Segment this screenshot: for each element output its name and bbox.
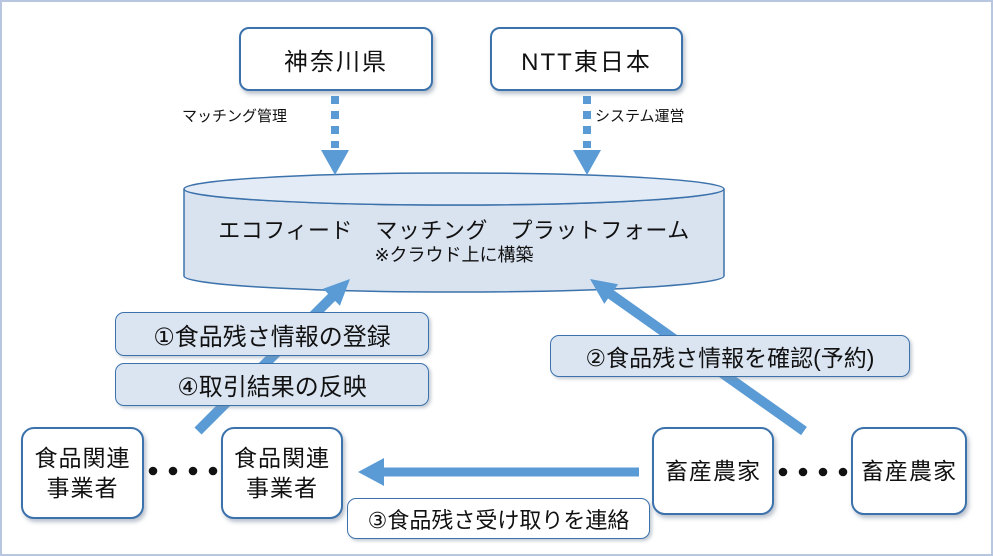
matching-manage-arrow: [321, 96, 349, 175]
ntt-east-box: NTT東日本: [490, 27, 683, 91]
step4-label: ④取引結果の反映: [177, 374, 367, 401]
farmer-label-2: 畜産農家: [861, 457, 957, 484]
step3-contact-chip: ③食品残さ受け取りを連絡: [347, 498, 650, 539]
farmer-box-1: 畜産農家: [652, 427, 774, 515]
platform-title: エコフィード マッチング プラットフォーム: [218, 218, 690, 243]
step2-label: ②食品残さ情報を確認(予約): [585, 345, 875, 371]
kanagawa-box: 神奈川県: [239, 27, 433, 91]
matching-manage-label: マッチング管理: [181, 108, 287, 125]
contact-pickup-arrow: [358, 458, 639, 486]
step4-result-chip: ④取引結果の反映: [115, 363, 429, 406]
step1-label: ①食品残さ情報の登録: [153, 323, 391, 351]
step3-label: ③食品残さ受け取りを連絡: [367, 507, 630, 533]
ntt-east-label: NTT東日本: [521, 48, 652, 76]
system-operate-arrow: [573, 96, 601, 175]
supplier-box-1: 食品関連 事業者: [21, 427, 144, 519]
ellipsis-dots-right: [778, 467, 848, 477]
system-operate-label: システム運営: [595, 108, 685, 125]
step1-register-chip: ①食品残さ情報の登録: [115, 312, 429, 356]
kanagawa-label: 神奈川県: [284, 48, 388, 76]
platform-cylinder: [183, 172, 725, 293]
platform-note: ※クラウド上に構築: [374, 245, 534, 265]
supplier-label-1: 食品関連 事業者: [34, 444, 131, 501]
supplier-label-2: 食品関連 事業者: [234, 444, 330, 501]
farmer-label-1: 畜産農家: [665, 457, 761, 484]
step2-confirm-chip: ②食品残さ情報を確認(予約): [550, 335, 910, 377]
ellipsis-dots-left: [148, 466, 218, 476]
supplier-box-2: 食品関連 事業者: [221, 427, 343, 519]
farmer-box-2: 畜産農家: [851, 427, 967, 515]
